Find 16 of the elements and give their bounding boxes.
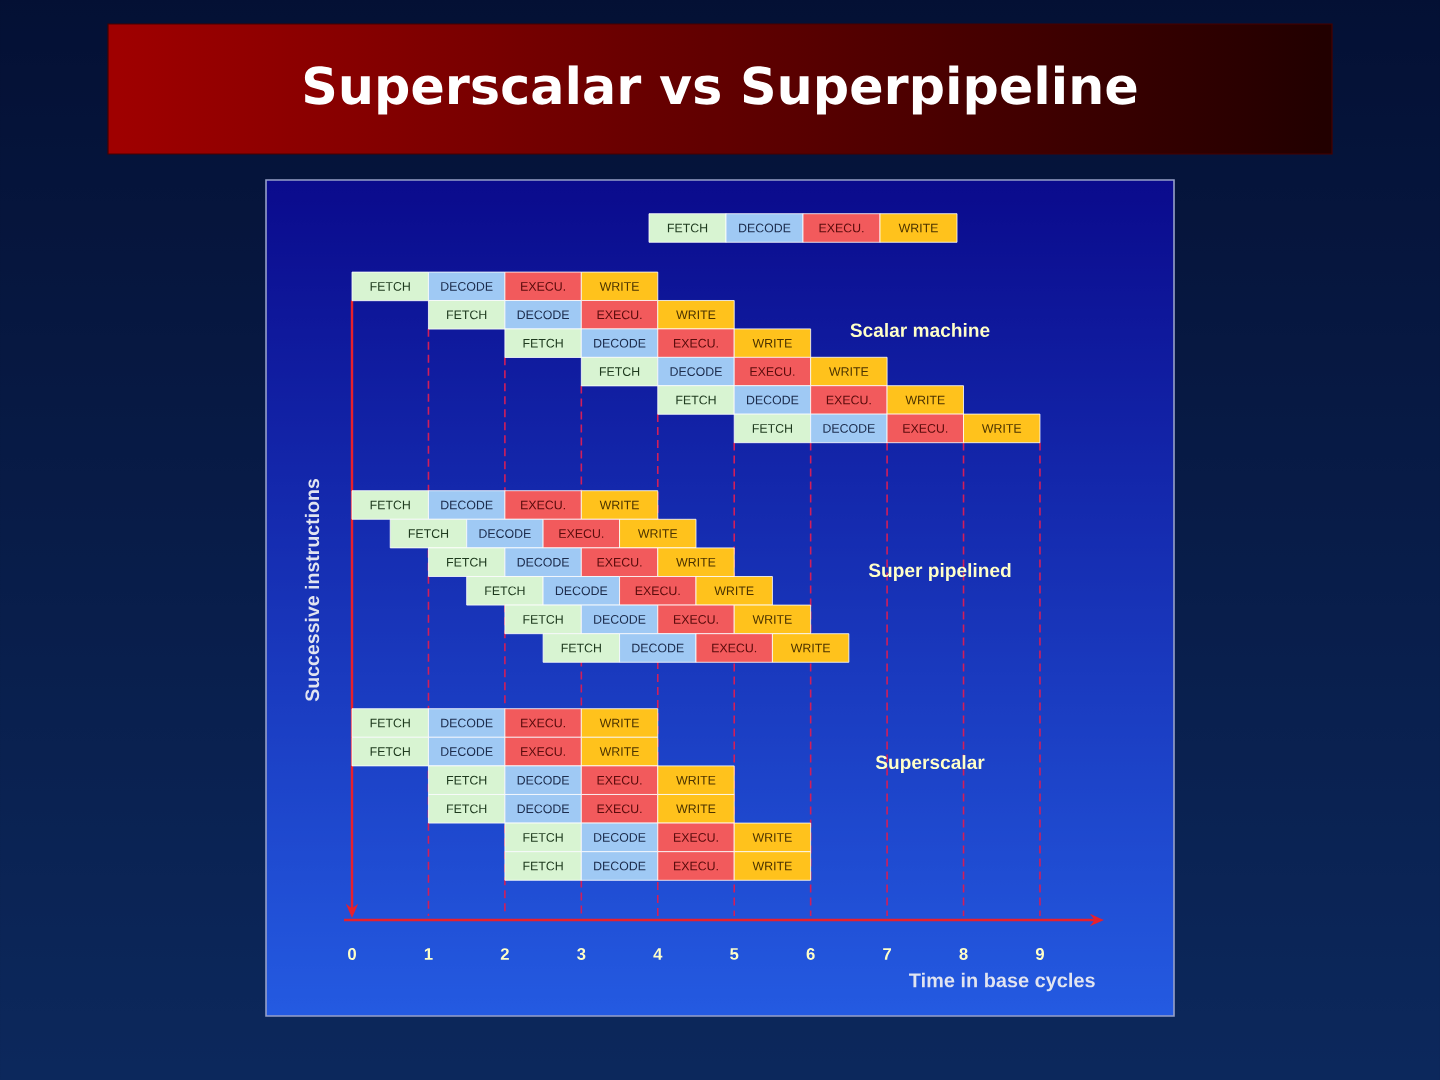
tick-label: 4 — [653, 948, 663, 960]
tick-label: 0 — [348, 948, 356, 960]
section-label: Superscalar — [875, 755, 985, 773]
tick-label: 6 — [806, 948, 815, 960]
tick-label: 8 — [959, 948, 968, 960]
title: Superscalar vs Superpipeline — [304, 65, 1137, 115]
tick-label: 3 — [577, 948, 586, 960]
tick-label: 2 — [500, 948, 509, 960]
tick-label: 7 — [883, 948, 892, 960]
axis-label: Successive instructions — [304, 479, 320, 702]
tick-label: 9 — [1035, 948, 1044, 960]
tick-label: 1 — [424, 948, 433, 960]
section-label: Scalar machine — [850, 323, 990, 337]
tick-label: 5 — [730, 948, 739, 960]
section-label: Super pipelined — [868, 563, 1011, 581]
axis-label: Time in base cycles — [909, 972, 1095, 992]
